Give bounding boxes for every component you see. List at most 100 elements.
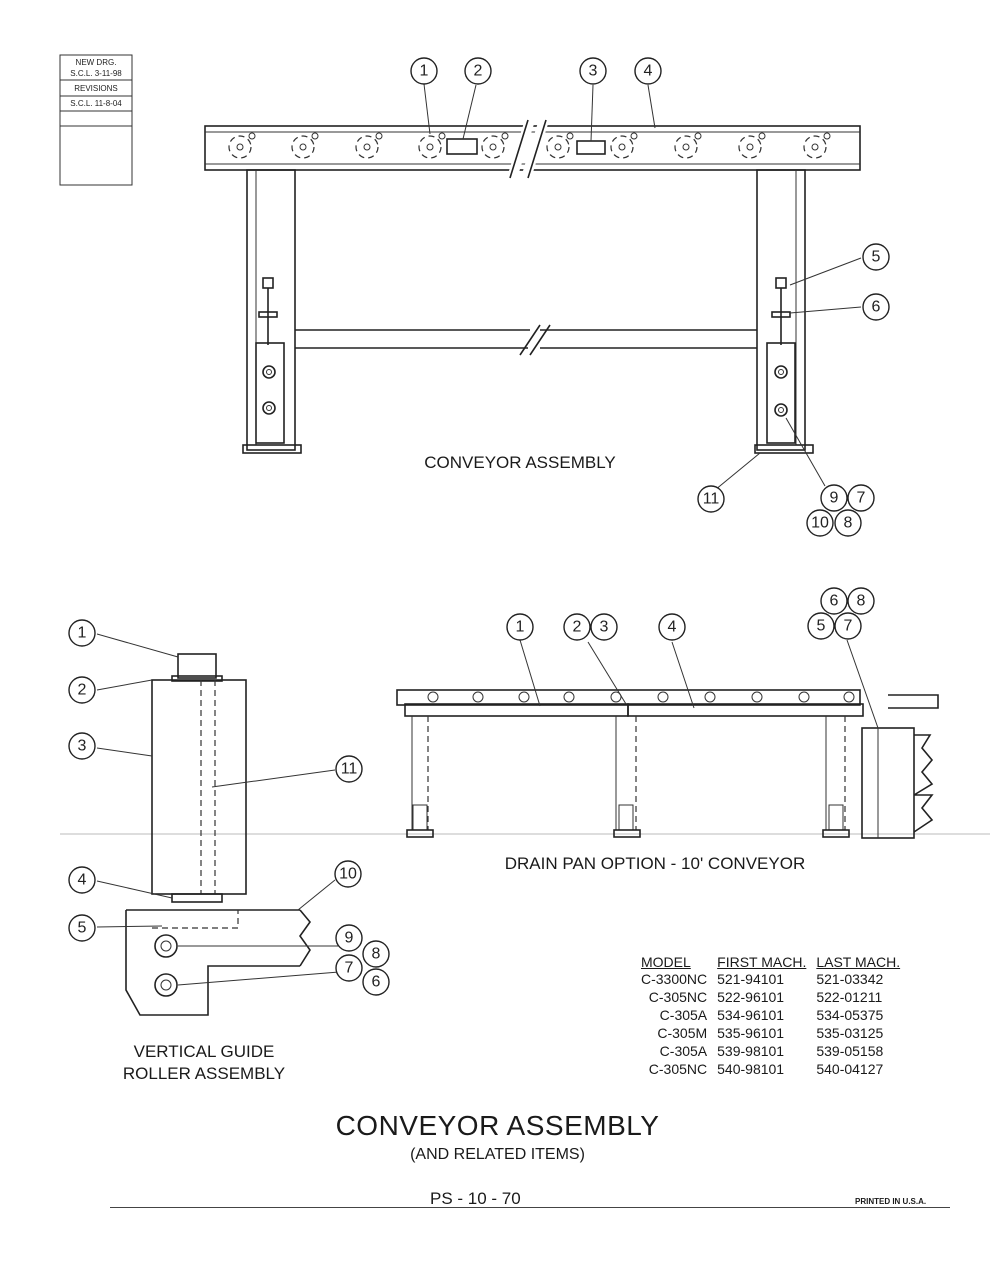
svg-text:3: 3 xyxy=(589,63,598,80)
svg-text:6: 6 xyxy=(830,593,839,610)
rev-date-2: S.C.L. 11-8-04 xyxy=(70,99,122,108)
callout-11-top: 11 xyxy=(697,485,725,513)
svg-text:4: 4 xyxy=(78,872,87,889)
cell-model: C-305A xyxy=(659,1043,708,1059)
cell-first: 535-96101 xyxy=(717,1025,785,1041)
vertical-guide-label-2: ROLLER ASSEMBLY xyxy=(123,1064,285,1083)
vertical-guide-label-1: VERTICAL GUIDE xyxy=(134,1042,275,1061)
header-last-mach: LAST MACH. xyxy=(816,954,901,970)
callout-4-top: 4 xyxy=(634,57,662,85)
callout-5-guide: 5 xyxy=(68,914,96,942)
callout-5-drain: 5 xyxy=(807,612,835,640)
cell-model: C-3300NC xyxy=(641,971,708,987)
cell-last: 522-01211 xyxy=(816,989,883,1005)
callout-10-top: 10 xyxy=(806,509,834,537)
cell-first: 540-98101 xyxy=(717,1061,785,1077)
rev-date-1: S.C.L. 3-11-98 xyxy=(70,69,122,78)
callout-7-drain: 7 xyxy=(834,612,862,640)
callout-6-guide: 6 xyxy=(362,968,390,996)
table-row: C-305NC 540-98101 540-04127 xyxy=(636,1060,905,1078)
table-header-row: MODEL FIRST MACH. LAST MACH. xyxy=(636,954,905,970)
svg-text:2: 2 xyxy=(78,682,87,699)
svg-text:5: 5 xyxy=(817,618,826,635)
callout-9-guide: 9 xyxy=(335,924,363,952)
svg-text:4: 4 xyxy=(668,619,677,636)
callout-3-guide: 3 xyxy=(68,732,96,760)
callout-8-top: 8 xyxy=(834,509,862,537)
svg-text:9: 9 xyxy=(345,930,354,947)
drain-pan-view: 1 2 3 4 6 8 5 7 DRAIN PAN OPTION - 10' C… xyxy=(396,587,939,873)
callout-1-drain: 1 xyxy=(506,613,534,641)
table-row: C-305A 534-96101 534-05375 xyxy=(636,1006,905,1024)
callout-4-drain: 4 xyxy=(658,613,686,641)
conveyor-assembly-label: CONVEYOR ASSEMBLY xyxy=(424,453,615,472)
revision-box: NEW DRG. S.C.L. 3-11-98 REVISIONS S.C.L.… xyxy=(59,54,133,186)
svg-text:7: 7 xyxy=(857,490,866,507)
cell-model: C-305NC xyxy=(648,1061,708,1077)
svg-text:6: 6 xyxy=(872,299,881,316)
svg-text:8: 8 xyxy=(857,593,866,610)
page-subtitle: (AND RELATED ITEMS) xyxy=(410,1146,585,1163)
callout-3-top: 3 xyxy=(579,57,607,85)
svg-text:1: 1 xyxy=(78,625,87,642)
callout-8-guide: 8 xyxy=(362,940,390,968)
cell-first: 521-94101 xyxy=(717,971,785,987)
callout-10-guide: 10 xyxy=(334,860,362,888)
callout-6-top: 6 xyxy=(862,293,890,321)
printed-in-usa: PRINTED IN U.S.A. xyxy=(855,1197,927,1206)
footer-rule xyxy=(110,1207,950,1208)
table-row: C-305NC 522-96101 522-01211 xyxy=(636,988,905,1006)
cell-first: 522-96101 xyxy=(717,989,785,1005)
svg-text:4: 4 xyxy=(644,63,653,80)
callout-7-top: 7 xyxy=(847,484,875,512)
svg-text:1: 1 xyxy=(420,63,429,80)
rev-new-drg: NEW DRG. xyxy=(76,58,117,67)
svg-text:3: 3 xyxy=(78,738,87,755)
svg-text:9: 9 xyxy=(830,490,839,507)
cell-first: 539-98101 xyxy=(717,1043,785,1059)
svg-text:10: 10 xyxy=(811,515,829,532)
callout-3-drain: 3 xyxy=(590,613,618,641)
svg-text:11: 11 xyxy=(341,761,358,778)
svg-text:2: 2 xyxy=(474,63,483,80)
svg-text:6: 6 xyxy=(372,974,381,991)
cell-last: 521-03342 xyxy=(816,971,884,987)
rev-revisions: REVISIONS xyxy=(74,84,118,93)
drain-pan-label: DRAIN PAN OPTION - 10' CONVEYOR xyxy=(505,854,805,873)
cell-last: 539-05158 xyxy=(816,1043,884,1059)
callout-6-drain: 6 xyxy=(820,587,848,615)
callout-1-top: 1 xyxy=(410,57,438,85)
cell-model: C-305A xyxy=(659,1007,708,1023)
svg-text:3: 3 xyxy=(600,619,609,636)
vertical-guide-view: 1 2 3 11 4 10 5 9 8 7 6 VERTICAL GUIDE R… xyxy=(68,619,390,1083)
header-first-mach: FIRST MACH. xyxy=(717,954,807,970)
callout-8-drain: 8 xyxy=(847,587,875,615)
callout-9-top: 9 xyxy=(820,484,848,512)
svg-text:7: 7 xyxy=(345,960,354,977)
svg-text:7: 7 xyxy=(844,618,853,635)
conveyor-assembly-view: 1 2 3 4 5 6 11 9 7 10 8 CONVEYOR ASSEMBL… xyxy=(204,57,890,537)
table-row: C-3300NC 521-94101 521-03342 xyxy=(636,970,905,988)
table-row: C-305A 539-98101 539-05158 xyxy=(636,1042,905,1060)
svg-text:2: 2 xyxy=(573,619,582,636)
callout-2-drain: 2 xyxy=(563,613,591,641)
svg-text:10: 10 xyxy=(339,866,357,883)
cell-last: 540-04127 xyxy=(816,1061,884,1077)
callout-2-guide: 2 xyxy=(68,676,96,704)
header-model: MODEL xyxy=(641,954,691,970)
callout-11-guide: 11 xyxy=(335,755,363,783)
page-number: PS - 10 - 70 xyxy=(430,1189,521,1208)
callout-7-guide: 7 xyxy=(335,954,363,982)
callout-5-top: 5 xyxy=(862,243,890,271)
rollers xyxy=(228,132,831,159)
cell-first: 534-96101 xyxy=(717,1007,785,1023)
svg-text:8: 8 xyxy=(372,946,381,963)
svg-text:5: 5 xyxy=(872,249,881,266)
callout-1-guide: 1 xyxy=(68,619,96,647)
page-title: CONVEYOR ASSEMBLY xyxy=(335,1110,660,1141)
model-serial-table: MODEL FIRST MACH. LAST MACH. C-3300NC 52… xyxy=(636,954,905,1078)
cell-last: 535-03125 xyxy=(816,1025,884,1041)
cell-last: 534-05375 xyxy=(816,1007,884,1023)
